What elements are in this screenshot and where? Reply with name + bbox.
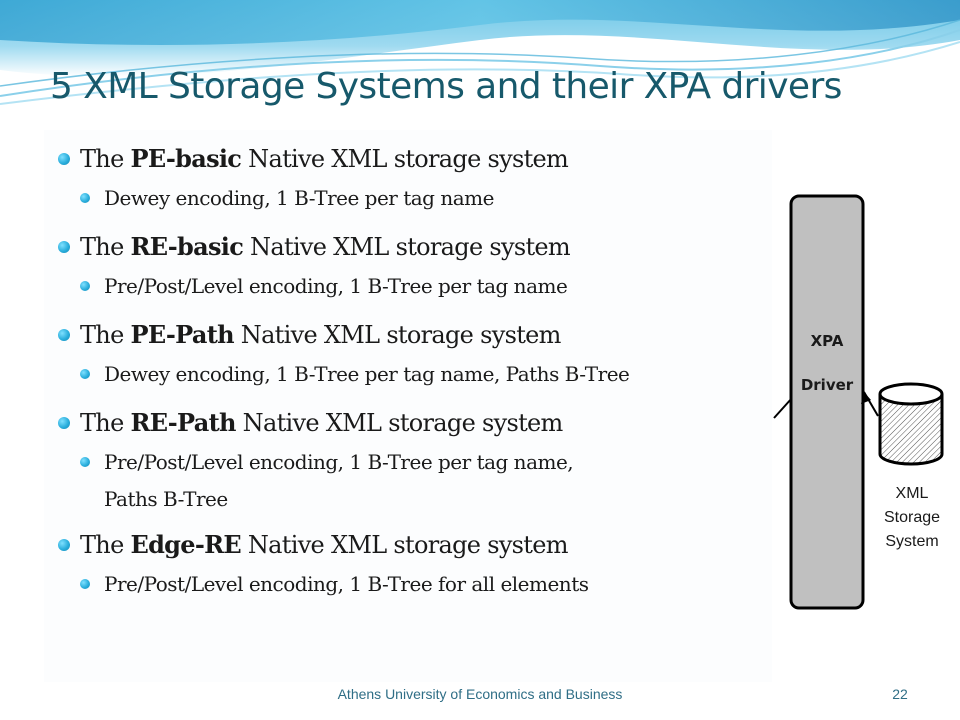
sub-bullet-text: Pre/Post/Level encoding, 1 B-Tree per ta…	[104, 274, 568, 298]
sub-bullet-re-basic: Pre/Post/Level encoding, 1 B-Tree per ta…	[58, 266, 763, 306]
bullet-pe-basic: The PE-basic Native XML storage system	[58, 140, 763, 178]
bullet-text: The	[80, 531, 131, 559]
sub-bullet-continuation: Paths B-Tree	[104, 487, 228, 511]
arrow-head-icon	[861, 392, 871, 404]
content-panel	[44, 130, 772, 682]
bullet-icon	[58, 329, 70, 341]
bullet-pe-path: The PE-Path Native XML storage system	[58, 316, 763, 354]
storage-label-line2: Storage	[884, 509, 940, 526]
bullet-list: The PE-basic Native XML storage system D…	[58, 140, 763, 604]
bullet-re-path: The RE-Path Native XML storage system	[58, 404, 763, 442]
bullet-re-basic: The RE-basic Native XML storage system	[58, 228, 763, 266]
sub-bullet-text: Dewey encoding, 1 B-Tree per tag name, P…	[104, 362, 630, 386]
bullet-icon	[58, 153, 70, 165]
bullet-icon	[58, 417, 70, 429]
bullet-text: Native XML storage system	[233, 321, 562, 349]
bullet-icon	[58, 539, 70, 551]
driver-label-line2: Driver	[801, 376, 854, 394]
sub-bullet-icon	[80, 369, 90, 379]
sub-bullet-pe-basic: Dewey encoding, 1 B-Tree per tag name	[58, 178, 763, 218]
bullet-text: The	[80, 145, 131, 173]
footer-institution: Athens University of Economics and Busin…	[337, 686, 623, 702]
bullet-text: Native XML storage system	[240, 531, 569, 559]
sub-bullet-icon	[80, 281, 90, 291]
bullet-bold-text: PE-Path	[130, 320, 235, 349]
sub-bullet-text: Pre/Post/Level encoding, 1 B-Tree for al…	[104, 572, 589, 596]
bullet-bold-text: Edge-RE	[130, 530, 242, 559]
connector-line	[773, 397, 793, 419]
bullet-text: The	[80, 409, 131, 437]
bullet-bold-text: RE-Path	[130, 408, 237, 437]
storage-label-line1: XML	[896, 485, 929, 502]
bullet-text: Native XML storage system	[243, 233, 571, 261]
bullet-icon	[58, 241, 70, 253]
bullet-text: The	[80, 321, 131, 349]
slide-title: 5 XML Storage Systems and their XPA driv…	[50, 66, 842, 107]
sub-bullet-edge-re: Pre/Post/Level encoding, 1 B-Tree for al…	[58, 564, 763, 604]
bullet-text: Native XML storage system	[241, 145, 569, 173]
bullet-bold-text: RE-basic	[130, 232, 244, 261]
xpa-driver-diagram: XPA Driver XML Storage System	[773, 194, 944, 610]
bullet-text: The	[80, 233, 131, 261]
driver-label-line1: XPA	[811, 332, 844, 350]
sub-bullet-re-path: Pre/Post/Level encoding, 1 B-Tree per ta…	[58, 442, 763, 516]
sub-bullet-text: Dewey encoding, 1 B-Tree per tag name	[104, 186, 494, 210]
page-number: 22	[892, 686, 908, 702]
storage-label-line3: System	[885, 533, 938, 550]
sub-bullet-icon	[80, 193, 90, 203]
sub-bullet-text: Pre/Post/Level encoding, 1 B-Tree per ta…	[104, 450, 574, 474]
storage-cylinder-icon	[878, 382, 944, 466]
sub-bullet-icon	[80, 579, 90, 589]
header-wave-decoration	[0, 0, 960, 105]
bullet-edge-re: The Edge-RE Native XML storage system	[58, 526, 763, 564]
bullet-bold-text: PE-basic	[130, 144, 242, 173]
sub-bullet-icon	[80, 457, 90, 467]
xpa-driver-box	[789, 194, 865, 610]
sub-bullet-pe-path: Dewey encoding, 1 B-Tree per tag name, P…	[58, 354, 763, 394]
bullet-text: Native XML storage system	[235, 409, 564, 437]
